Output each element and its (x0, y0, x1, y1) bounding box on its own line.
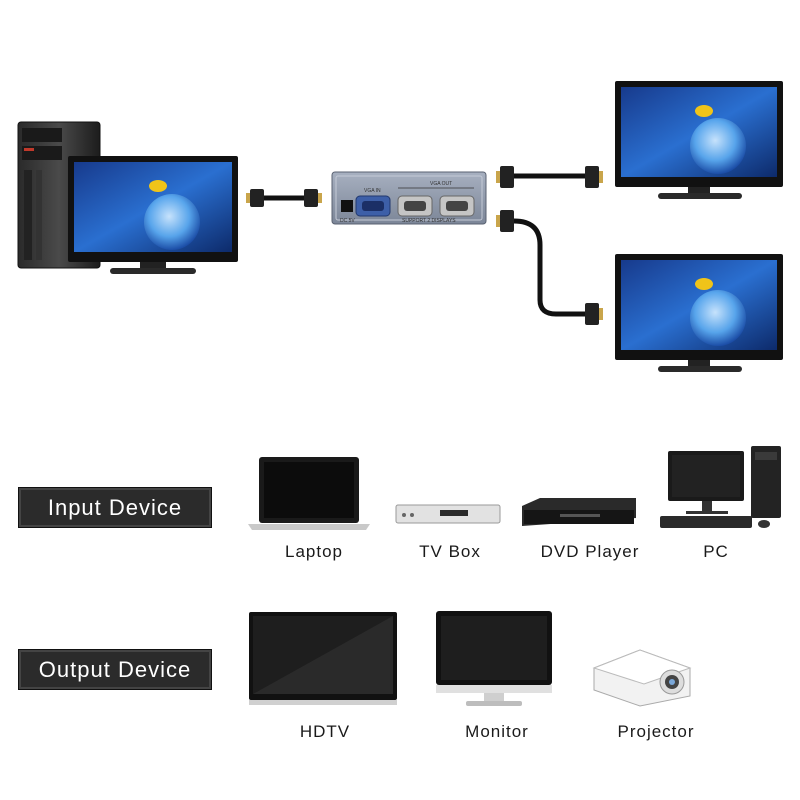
output-monitor-bottom-icon (615, 254, 783, 372)
input-device-title: Input Device (47, 494, 183, 520)
connection-diagram: DC 5V VGA IN VGA OUT SUPPORT 2 DISPLAYS (17, 81, 783, 372)
tv-box-icon (395, 504, 501, 524)
output-devices-illustration (249, 611, 692, 707)
output-vga-cable-1 (496, 166, 603, 188)
output-monitor-top-icon (615, 81, 783, 199)
projector-icon (592, 649, 692, 707)
output-device-banner: Output Device (18, 649, 212, 690)
input-device-banner: Input Device (18, 487, 212, 528)
desktop-pc-icon (660, 446, 781, 528)
dvd-player-icon (522, 498, 636, 526)
device-label-pc: PC (703, 542, 729, 561)
splitter-port-label-vga-in: VGA IN (364, 188, 381, 194)
device-label-projector: Projector (617, 722, 695, 741)
source-monitor-icon (68, 156, 238, 274)
output-vga-cable-2 (496, 210, 603, 325)
hdtv-icon (249, 612, 397, 705)
input-vga-cable (246, 189, 322, 207)
laptop-icon (248, 457, 370, 530)
splitter-port-label-support: SUPPORT 2 DISPLAYS (402, 218, 456, 224)
input-devices-illustration (248, 446, 781, 530)
device-label-hdtv: HDTV (299, 722, 351, 741)
splitter-port-label-dc: DC 5V (340, 218, 355, 224)
monitor-icon (436, 611, 552, 706)
vga-splitter-box: DC 5V VGA IN VGA OUT SUPPORT 2 DISPLAYS (331, 171, 487, 225)
output-device-title: Output Device (38, 656, 192, 682)
device-label-laptop: Laptop (285, 542, 343, 561)
splitter-port-label-vga-out: VGA OUT (430, 181, 452, 187)
device-label-monitor: Monitor (465, 722, 529, 741)
device-label-tv-box: TV Box (419, 542, 481, 561)
device-label-dvd-player: DVD Player (540, 542, 640, 561)
